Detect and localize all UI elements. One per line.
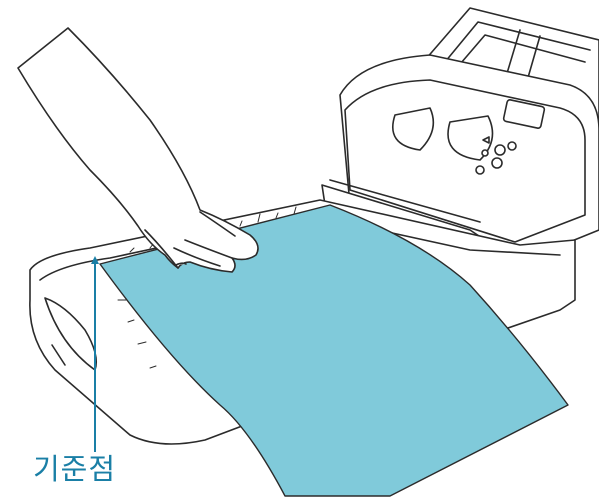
hand-icon [18, 28, 258, 272]
reference-point-label: 기준점 [33, 455, 116, 484]
